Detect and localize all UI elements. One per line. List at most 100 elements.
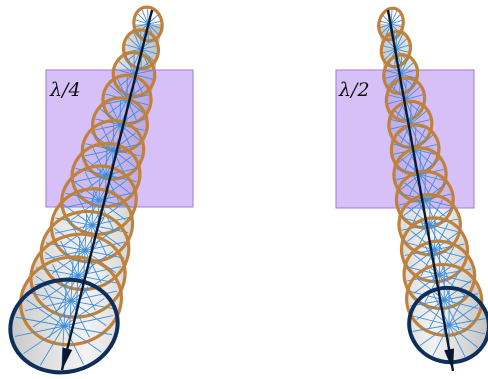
field-vector	[118, 60, 135, 75]
field-vector	[398, 199, 425, 206]
field-vector	[384, 48, 397, 60]
field-vector	[63, 325, 102, 353]
field-vector	[45, 242, 86, 251]
field-vector	[140, 45, 157, 50]
field-vector	[15, 316, 65, 327]
field-vector	[424, 199, 437, 224]
half-wave-plate-panel: λ/2	[335, 6, 488, 372]
field-vector	[410, 249, 435, 268]
field-vector	[401, 224, 430, 231]
field-vector	[63, 282, 67, 327]
field-vector	[448, 304, 479, 326]
field-vector	[401, 217, 430, 226]
quarter-wave-plate-panel: λ/4	[8, 5, 194, 375]
field-vector	[395, 48, 409, 53]
field-vector	[381, 23, 392, 34]
field-vector	[448, 324, 486, 335]
exit-field-ring	[8, 277, 120, 375]
field-vector	[147, 23, 162, 29]
field-vector	[77, 250, 114, 277]
field-vector	[105, 156, 132, 176]
field-vector	[147, 20, 161, 25]
field-vector	[51, 250, 86, 274]
field-vector	[385, 69, 401, 75]
field-vector	[133, 48, 142, 66]
field-vector	[403, 199, 426, 216]
field-vector	[134, 19, 149, 25]
field-vector	[105, 99, 128, 105]
field-vector	[128, 48, 142, 61]
field-ring	[377, 6, 405, 42]
field-vector	[43, 287, 65, 327]
field-vector	[141, 9, 149, 25]
field-vector	[35, 267, 79, 277]
field-ring	[379, 29, 412, 69]
field-vector	[419, 174, 444, 181]
field-vector	[443, 299, 460, 331]
field-vector	[395, 38, 408, 50]
field-vector	[126, 76, 128, 100]
field-vector	[140, 31, 142, 50]
polarization-rings	[377, 6, 488, 372]
field-vector	[429, 207, 453, 226]
field-vector	[74, 174, 107, 183]
field-vector	[137, 13, 149, 25]
field-vector	[135, 23, 149, 28]
field-vector	[39, 325, 65, 366]
field-vector	[397, 149, 416, 164]
field-vector	[98, 168, 101, 201]
field-vector	[400, 56, 403, 75]
field-vector	[140, 48, 157, 55]
field-vector	[127, 37, 142, 50]
field-vector	[382, 45, 396, 50]
field-vector	[429, 218, 458, 226]
field-ring	[121, 28, 161, 71]
field-vector	[405, 94, 424, 100]
field-vector	[414, 126, 417, 150]
field-vector	[443, 270, 460, 301]
field-vector	[414, 149, 425, 171]
propagation-arrowhead	[444, 348, 455, 371]
field-vector	[133, 54, 135, 75]
field-vector	[400, 62, 414, 75]
field-vector	[115, 68, 135, 75]
field-vector	[395, 32, 398, 50]
field-vector	[448, 290, 450, 326]
field-vector	[105, 145, 108, 176]
field-vector	[390, 19, 403, 25]
field-vector	[390, 23, 402, 28]
field-vector	[387, 98, 406, 105]
field-vector	[25, 292, 72, 302]
field-vector	[100, 125, 114, 151]
field-vector	[84, 250, 102, 284]
field-vector	[92, 148, 107, 176]
field-vector	[147, 23, 159, 35]
field-vector	[90, 132, 114, 151]
propagation-axis	[386, 9, 455, 372]
field-vector	[410, 123, 426, 139]
field-vector	[63, 325, 85, 365]
field-vector	[95, 124, 121, 131]
field-vector	[448, 294, 466, 326]
field-vector	[385, 73, 401, 79]
propagation-arrowhead	[62, 347, 73, 370]
field-vector	[409, 103, 412, 125]
field-vector	[85, 149, 114, 157]
field-vector	[429, 196, 431, 225]
field-vector	[448, 324, 466, 357]
field-vector	[415, 148, 437, 156]
field-vector	[61, 224, 93, 248]
field-vector	[84, 214, 88, 251]
field-vector	[405, 86, 421, 100]
field-vector	[400, 57, 409, 75]
field-vector	[412, 315, 450, 326]
field-vector	[91, 191, 94, 226]
field-vector	[399, 192, 425, 201]
field-vector	[405, 81, 415, 100]
field-ring	[402, 239, 477, 311]
field-vector	[448, 324, 479, 348]
field-vector	[400, 73, 416, 79]
field-vector	[410, 291, 445, 301]
propagation-axis	[60, 9, 154, 371]
field-vector	[14, 325, 65, 337]
